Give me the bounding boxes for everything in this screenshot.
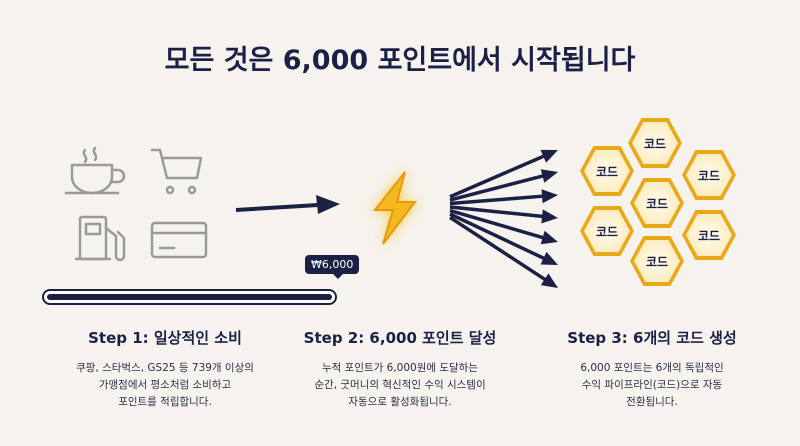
- step-title: Step 1: 일상적인 소비: [88, 329, 242, 347]
- fan-arrow-head: [541, 209, 558, 224]
- step-desc-line: 자동으로 활성화됩니다.: [348, 396, 452, 408]
- fan-arrow-head: [540, 149, 558, 163]
- fan-arrow: [449, 205, 547, 219]
- fan-arrow: [449, 212, 548, 262]
- credit-card-icon: [150, 221, 208, 259]
- code-hex: 코드: [630, 236, 684, 286]
- coffee-cup-icon: [64, 146, 126, 195]
- arrow-right-icon: [235, 195, 340, 214]
- fan-arrow-head: [540, 169, 558, 183]
- code-hex-label: 코드: [643, 136, 667, 151]
- code-hex: 코드: [630, 178, 684, 228]
- fan-arrow: [449, 215, 549, 283]
- code-hex: 코드: [628, 118, 682, 168]
- fan-arrow-head: [540, 251, 558, 265]
- fan-arrow: [449, 208, 547, 241]
- step-desc-line: 쿠팡, 스타벅스, GS25 등 739개 이상의: [76, 362, 254, 374]
- fan-arrow-head: [540, 230, 558, 245]
- fuel-pump-icon: [74, 215, 126, 262]
- fan-arrow: [449, 194, 547, 206]
- fan-arrow: [449, 173, 547, 202]
- fan-arrow-head: [540, 273, 558, 288]
- code-hex: 코드: [682, 210, 736, 260]
- step-1: Step 1: 일상적인 소비 쿠팡, 스타벅스, GS25 등 739개 이상…: [40, 327, 290, 411]
- fan-arrows-icon: [449, 149, 558, 288]
- step-desc-line: 포인트를 적립합니다.: [118, 396, 212, 408]
- shopping-cart-icon: [150, 148, 203, 195]
- code-hex-label: 코드: [645, 196, 669, 211]
- page-title: 모든 것은 6,000 포인트에서 시작됩니다: [164, 45, 636, 76]
- step-desc-line: 가맹점에서 평소처럼 소비하고: [98, 379, 232, 391]
- progress-bar: [42, 289, 337, 305]
- code-hex-label: 코드: [595, 224, 619, 239]
- lightning-bolt-icon: [372, 171, 418, 245]
- step-desc-line: 누적 포인트가 6,000원에 도달하는: [322, 362, 478, 374]
- step-2: Step 2: 6,000 포인트 달성 누적 포인트가 6,000원에 도달하…: [275, 327, 525, 411]
- points-badge: ₩6,000: [305, 255, 360, 279]
- step-desc-line: 수익 파이프라인(코드)으로 자동: [581, 379, 723, 391]
- progress-fill: [47, 294, 332, 300]
- fan-arrow-head: [541, 189, 558, 204]
- step-desc-line: 6,000 포인트는 6개의 독립적인: [580, 362, 724, 374]
- step-title: Step 3: 6개의 코드 생성: [567, 329, 737, 347]
- code-hex-label: 코드: [645, 254, 669, 269]
- step-title: Step 2: 6,000 포인트 달성: [303, 329, 497, 347]
- fan-arrow: [449, 153, 548, 199]
- code-hex: 코드: [580, 146, 634, 196]
- step-desc-line: 전환됩니다.: [626, 396, 678, 408]
- step-desc-line: 순간, 굿머니의 혁신적인 수익 시스템이: [314, 379, 486, 391]
- code-hex-label: 코드: [697, 168, 721, 183]
- code-hex-label: 코드: [595, 164, 619, 179]
- code-hex-label: 코드: [697, 228, 721, 243]
- code-hex: 코드: [682, 150, 736, 200]
- code-hex: 코드: [580, 206, 634, 256]
